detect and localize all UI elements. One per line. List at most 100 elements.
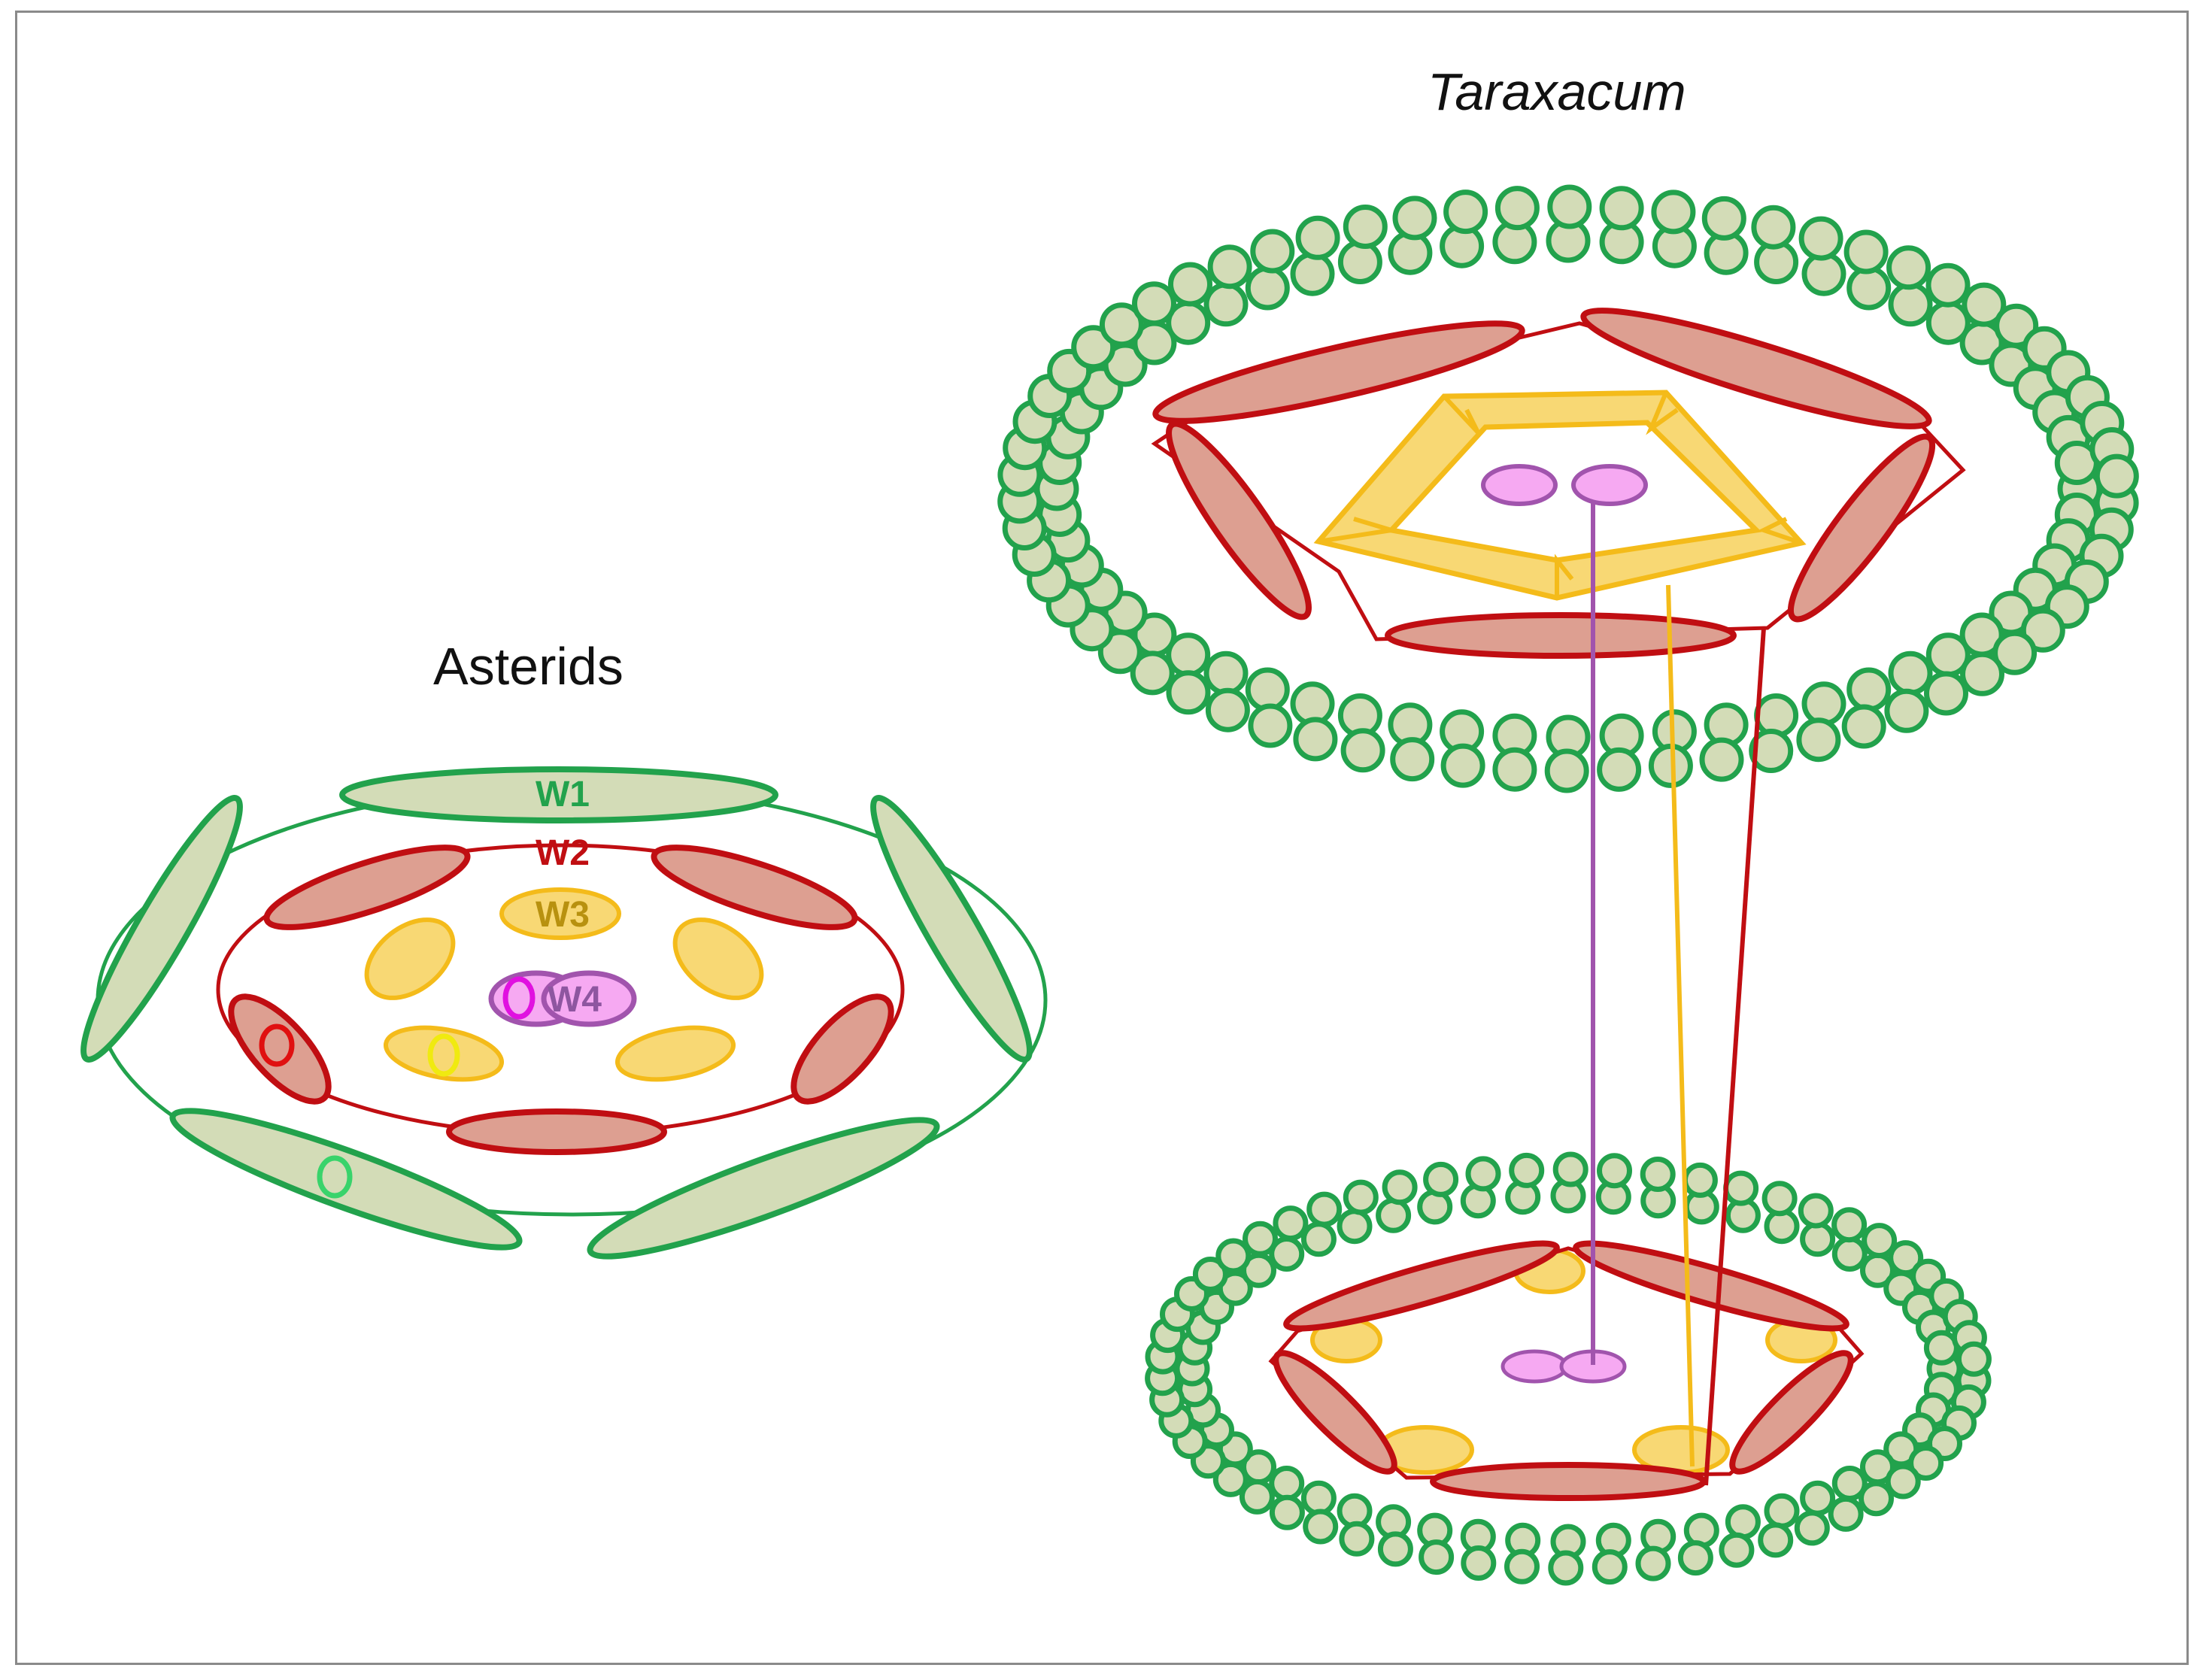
marker-magenta [502,976,536,1020]
petal [1729,1350,1854,1475]
pappus-bristle [1492,747,1537,792]
pappus-bristle [1846,265,1892,311]
pappus-bristle [1751,205,1796,250]
pappus-bristle [1828,1496,1864,1532]
pappus-bristle [1295,215,1340,260]
pappus-bristle [1099,302,1144,347]
petal [263,845,471,930]
pappus-bristle [1800,1480,1836,1516]
pappus-bristle [1599,186,1644,231]
pappus-bristle [1859,1481,1894,1517]
marker-green [317,1155,353,1199]
pappus-bristle [1552,1151,1589,1187]
sepal [339,766,778,823]
pappus-bristle [2020,608,2065,653]
pappus-bristle [1392,196,1437,241]
pappus-bristle [1956,1341,1992,1377]
stamen [672,917,764,1000]
pappus-bristle [2094,453,2139,499]
pappus-bristle [1192,1257,1228,1292]
pappus-bristle [1794,1510,1830,1546]
petal [228,993,332,1105]
pappus-bristle [1337,240,1382,284]
pappus-bristle [1269,1466,1305,1501]
pappus-bristle [1547,184,1592,229]
pappus-bristle [1888,282,1933,327]
sepal [587,1117,940,1260]
pappus-bristle [1303,1509,1339,1545]
petal [446,1108,667,1155]
pappus-bristle [1992,630,2038,675]
bottom-stigma [1501,1349,1627,1384]
pappus-bristle [1269,1494,1305,1530]
pappus-bristle [1831,1236,1868,1272]
pappus-bristle [1841,704,1886,749]
pappus-bristle [1831,1207,1868,1243]
asterids-carpels [488,970,637,1027]
pappus-bristle [1423,1161,1459,1197]
stigma-lobe [1501,1349,1568,1384]
pappus-bristle [1761,1181,1798,1217]
pappus-bristle [1300,1221,1337,1257]
pappus-bristle [1097,629,1142,675]
anther-seam [1646,391,1679,435]
taraxacum-title: Taraxacum [1428,62,1686,121]
pappus-bristle [1203,282,1249,327]
pappus-bristle [1130,650,1175,696]
petal [1385,612,1737,659]
stigma-lobe [1481,464,1558,506]
pappus-bristle [1343,205,1388,249]
pappus-bristle [1592,1549,1628,1585]
carpel [541,970,637,1027]
top-floret [1151,308,1966,659]
pappus-bristle [1205,687,1250,732]
petal [1787,433,1936,623]
pappus-bristle [1908,1445,1944,1481]
petal [1273,1350,1397,1475]
pappus-bristle [1337,1208,1373,1245]
whorl-label-w1: W1 [536,775,590,814]
whorl-label-w4: W4 [548,980,602,1020]
asterids-title: Asterids [433,637,624,696]
pappus-bristle [1884,688,1929,733]
marker-red [259,1023,295,1067]
pappus-bristle [1544,748,1589,793]
pappus-bristle [1888,650,1933,696]
pappus-bristle [1725,1504,1761,1540]
petal [1152,320,1525,424]
petal [651,845,858,930]
pappus-bristle [1243,1221,1278,1257]
pappus-bristle [1677,1540,1713,1576]
bottom-petals [1273,1240,1854,1501]
top-anther-seams [1318,391,1802,598]
pappus-bristle [1339,1521,1375,1557]
petal [1166,420,1312,620]
pappus-bristle [1888,1240,1924,1276]
asterids-stamens [364,887,764,1082]
pappus-bristle [1440,743,1485,788]
pappus-bristle [1925,262,1971,308]
pappus-bristle [1212,1461,1249,1497]
pappus-bristle [1798,216,1843,261]
pappus-bristle [1801,681,1846,726]
pappus-bristle [1132,281,1176,326]
pappus-bristle [1843,229,1889,274]
stamen [614,1025,736,1082]
top-pappus-ring [997,184,2139,793]
pappus-bristle [1245,265,1290,311]
pappus-bristle [1749,729,1794,773]
anther-seam [1758,517,1802,545]
stigma-lobe [1571,464,1648,506]
pappus-bristle [1701,196,1746,241]
sepal [869,795,1033,1063]
pappus-bristle [1290,251,1335,296]
pappus-bristle [1382,1169,1418,1205]
pappus-bristle [1885,1463,1921,1500]
pappus-bristle [1215,1238,1252,1274]
anther-seam [1442,394,1480,435]
pappus-bristle [1862,1223,1898,1259]
connector-red [1704,627,1766,1486]
petal [1580,308,1932,429]
pappus-bristle [1597,747,1642,792]
